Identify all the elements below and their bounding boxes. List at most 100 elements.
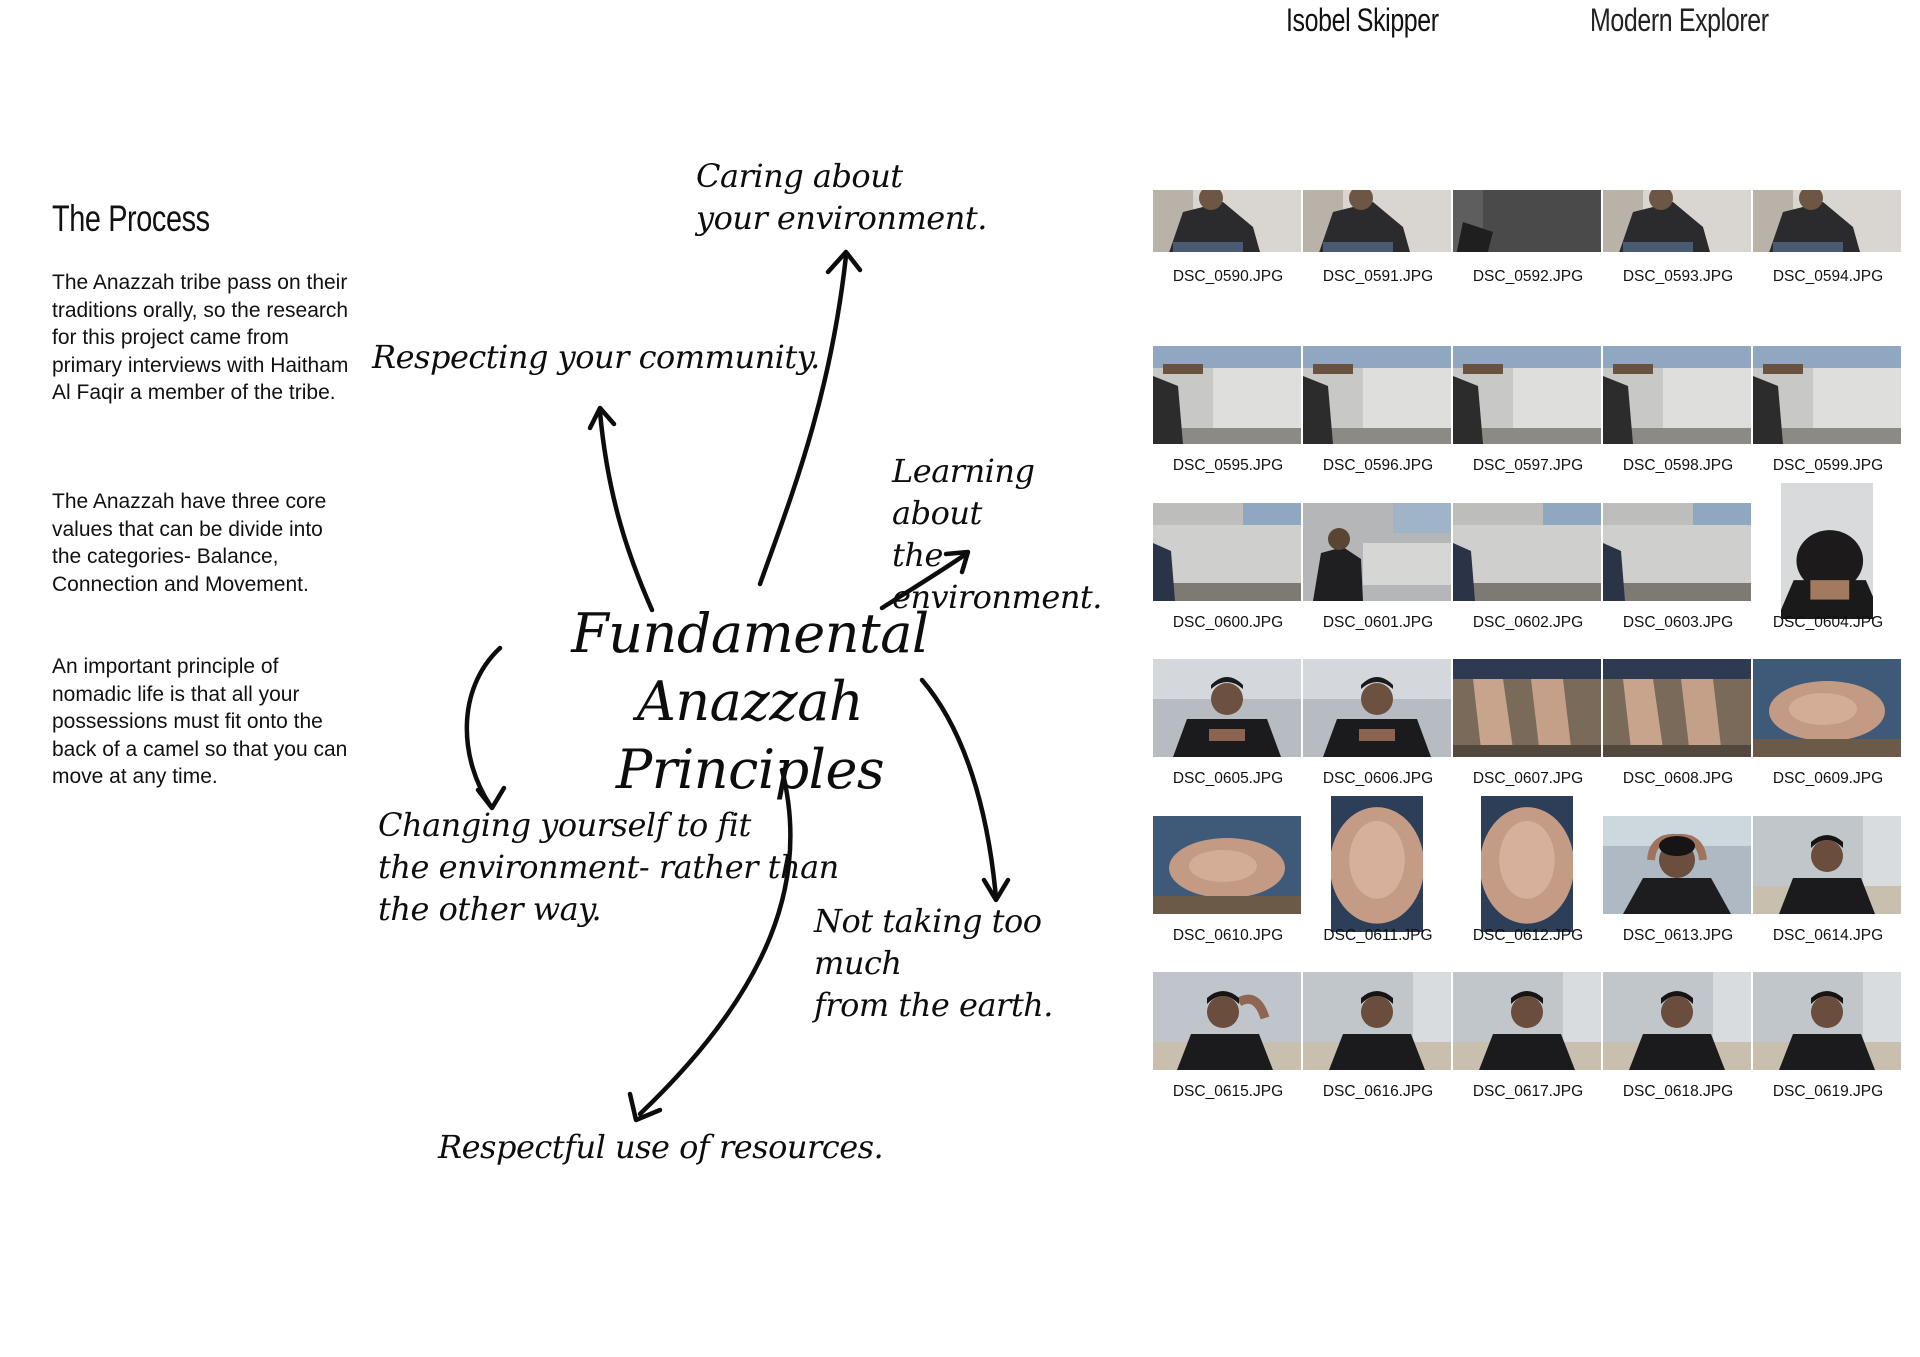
contact-sheet-cell: DSC_0599.JPG (1753, 346, 1903, 496)
photo-thumbnail[interactable] (1753, 346, 1901, 444)
photo-thumbnail[interactable] (1453, 190, 1601, 252)
contact-sheet-cell: DSC_0618.JPG (1603, 972, 1753, 1122)
contact-sheet-cell: DSC_0592.JPG (1453, 190, 1603, 340)
paragraph-core-values: The Anazzah have three core values that … (52, 490, 327, 596)
photo-thumbnail[interactable] (1153, 815, 1301, 914)
photo-filename: DSC_0597.JPG (1472, 457, 1584, 474)
contact-sheet-cell: DSC_0612.JPG (1453, 795, 1603, 966)
photo-filename: DSC_0602.JPG (1472, 613, 1584, 631)
photo-thumbnail[interactable] (1753, 815, 1901, 914)
section-title: The Process (52, 198, 210, 239)
photo-thumbnail[interactable] (1603, 502, 1751, 601)
photo-filename: DSC_0610.JPG (1172, 926, 1284, 944)
photo-filename: DSC_0594.JPG (1772, 268, 1884, 285)
photo-filename: DSC_0603.JPG (1622, 613, 1734, 631)
header-title: Modern Explorer (1590, 2, 1769, 38)
mind-map-arrows (464, 249, 1011, 1123)
photo-thumbnail[interactable] (1603, 346, 1751, 444)
contact-sheet-cell: DSC_0616.JPG (1303, 972, 1453, 1122)
photo-filename: DSC_0605.JPG (1172, 770, 1284, 787)
contact-sheet-cell: DSC_0607.JPG (1453, 659, 1603, 809)
contact-sheet-cell: DSC_0598.JPG (1603, 346, 1753, 496)
contact-sheet-cell: DSC_0600.JPG (1153, 502, 1303, 653)
photo-thumbnail[interactable] (1453, 659, 1601, 757)
photo-thumbnail[interactable] (1331, 795, 1423, 932)
photo-filename: DSC_0613.JPG (1622, 926, 1734, 944)
contact-sheet-cell: DSC_0601.JPG (1303, 502, 1453, 653)
photo-thumbnail[interactable] (1753, 972, 1901, 1070)
photo-filename: DSC_0599.JPG (1772, 457, 1884, 474)
photo-thumbnail[interactable] (1153, 502, 1301, 601)
contact-sheet-cell: DSC_0611.JPG (1303, 795, 1453, 966)
branch-respectful-resources: Respectful use of resources. (438, 1128, 884, 1166)
branch-changing-yourself: Changing yourself to fit the environment… (378, 806, 839, 928)
photo-filename: DSC_0592.JPG (1472, 268, 1584, 285)
photo-filename: DSC_0617.JPG (1472, 1083, 1584, 1100)
arrow-to-not-taking (919, 677, 999, 901)
photo-thumbnail[interactable] (1781, 482, 1873, 619)
contact-sheet-cell: DSC_0608.JPG (1603, 659, 1753, 809)
arrow-to-changing (464, 645, 503, 808)
photo-filename: DSC_0600.JPG (1172, 613, 1284, 631)
photo-thumbnail[interactable] (1753, 190, 1901, 252)
photo-thumbnail[interactable] (1603, 972, 1751, 1070)
photo-filename: DSC_0601.JPG (1322, 613, 1434, 631)
photo-filename: DSC_0616.JPG (1322, 1083, 1434, 1100)
photo-filename: DSC_0614.JPG (1772, 926, 1884, 944)
photo-filename: DSC_0596.JPG (1322, 457, 1434, 474)
photo-thumbnail[interactable] (1303, 972, 1451, 1070)
photo-thumbnail[interactable] (1603, 190, 1751, 252)
photo-filename: DSC_0590.JPG (1172, 268, 1284, 285)
contact-sheet-cell: DSC_0590.JPG (1153, 190, 1303, 340)
photo-thumbnail[interactable] (1481, 795, 1573, 932)
contact-sheet-cell: DSC_0602.JPG (1453, 502, 1603, 653)
branch-respecting-community: Respecting your community. (372, 338, 820, 376)
photo-thumbnail[interactable] (1153, 659, 1301, 757)
contact-sheet-cell: DSC_0615.JPG (1153, 972, 1303, 1122)
photo-thumbnail[interactable] (1753, 659, 1901, 757)
photo-filename: DSC_0609.JPG (1772, 770, 1884, 787)
photo-thumbnail[interactable] (1153, 972, 1301, 1070)
contact-sheet-cell: DSC_0595.JPG (1153, 346, 1303, 496)
paragraph-nomadic-principle: An important principle of nomadic life i… (52, 655, 348, 788)
paragraph-traditions: The Anazzah tribe pass on their traditio… (52, 271, 349, 404)
photo-thumbnail[interactable] (1303, 502, 1451, 601)
arrow-head-learning (943, 549, 971, 575)
mind-map-center-title: Fundamental Anazzah Principles (571, 602, 929, 801)
arrow-to-caring (757, 253, 849, 587)
photo-thumbnail[interactable] (1303, 346, 1451, 444)
photo-filename: DSC_0591.JPG (1322, 268, 1434, 285)
arrow-head-not-taking (981, 877, 1011, 903)
photo-thumbnail[interactable] (1453, 972, 1601, 1070)
arrow-head-changing (475, 785, 507, 811)
arrow-head-caring (825, 249, 863, 275)
photo-thumbnail[interactable] (1603, 815, 1751, 914)
contact-sheet-cell: DSC_0594.JPG (1753, 190, 1903, 340)
contact-sheet-cell: DSC_0610.JPG (1153, 815, 1303, 966)
photo-thumbnail[interactable] (1303, 659, 1451, 757)
mind-map: Fundamental Anazzah Principles Caring ab… (372, 157, 1102, 1166)
photo-filename: DSC_0619.JPG (1772, 1083, 1884, 1100)
contact-sheet-cell: DSC_0591.JPG (1303, 190, 1453, 340)
photo-filename: DSC_0604.JPG (1772, 613, 1884, 631)
contact-sheet-cell: DSC_0619.JPG (1753, 972, 1903, 1122)
photo-thumbnail[interactable] (1453, 346, 1601, 444)
photo-filename: DSC_0598.JPG (1622, 457, 1734, 474)
photo-filename: DSC_0608.JPG (1622, 770, 1734, 787)
photo-thumbnail[interactable] (1153, 190, 1301, 252)
contact-sheet-cell: DSC_0597.JPG (1453, 346, 1603, 496)
contact-sheet-cell: DSC_0603.JPG (1603, 502, 1753, 653)
contact-sheet-cell: DSC_0609.JPG (1753, 659, 1903, 809)
photo-filename: DSC_0607.JPG (1472, 770, 1584, 787)
header-name: Isobel Skipper (1286, 2, 1439, 38)
contact-sheet-cell: DSC_0613.JPG (1603, 815, 1753, 966)
branch-caring: Caring about your environment. (696, 157, 987, 237)
photo-filename: DSC_0593.JPG (1622, 268, 1734, 285)
photo-thumbnail[interactable] (1303, 190, 1451, 252)
photo-thumbnail[interactable] (1153, 346, 1301, 444)
photo-thumbnail[interactable] (1453, 502, 1601, 601)
photo-thumbnail[interactable] (1603, 659, 1751, 757)
contact-sheet-cell: DSC_0617.JPG (1453, 972, 1603, 1122)
arrow-head-resources (627, 1091, 663, 1123)
branch-learning: Learning about the environment. (892, 452, 1102, 616)
